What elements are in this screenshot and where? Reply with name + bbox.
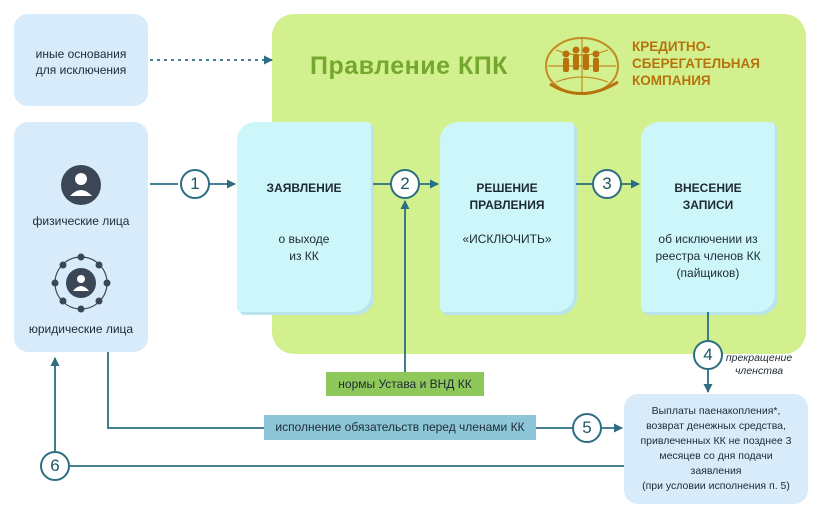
card-text: «ИСКЛЮЧИТЬ»	[462, 232, 552, 246]
step-3-marker: 3	[592, 169, 622, 199]
card-text: о выходе	[278, 232, 330, 246]
step-5-marker: 5	[572, 413, 602, 443]
payouts-text: заявления	[690, 465, 742, 477]
other-grounds-box: иные основания для исключения	[14, 14, 148, 106]
payouts-box: Выплаты паенакопления*, возврат денежных…	[624, 394, 808, 504]
step-4-marker: 4	[693, 340, 723, 370]
logo-line: КРЕДИТНО-	[632, 39, 711, 54]
step-6-marker: 6	[40, 451, 70, 481]
norms-label: нормы Устава и ВНД КК	[326, 372, 484, 396]
card-text: из КК	[289, 249, 319, 263]
payouts-text: привлеченных КК не позднее 3	[640, 435, 792, 447]
payouts-text: месяцев со дня подачи	[659, 450, 773, 462]
other-grounds-text: для исключения	[35, 63, 127, 77]
payouts-text: (при условии исполнения п. 5)	[642, 480, 790, 492]
register-entry-card: ВНЕСЕНИЕ ЗАПИСИ об исключении из реестра…	[641, 122, 775, 312]
card-text: об исключении из	[658, 232, 758, 246]
logo-line: СБЕРЕГАТЕЛЬНАЯ	[632, 56, 760, 71]
payouts-text: Выплаты паенакопления*,	[651, 405, 781, 417]
note-line: прекращение	[725, 352, 793, 364]
card-heading: ЗАПИСИ	[682, 198, 734, 212]
payouts-text: возврат денежных средства,	[646, 420, 786, 432]
card-text: (пайщиков)	[676, 266, 740, 280]
other-grounds-text: иные основания	[35, 47, 127, 61]
note-line: членства	[734, 365, 784, 377]
step-1-marker: 1	[180, 169, 210, 199]
board-title: Правление КПК	[310, 52, 508, 80]
card-heading: ВНЕСЕНИЕ	[674, 181, 742, 195]
card-heading: ПРАВЛЕНИЯ	[469, 198, 545, 212]
logo-line: КОМПАНИЯ	[632, 73, 711, 88]
person-icon	[61, 165, 101, 205]
membership-end-note: прекращение членства	[724, 352, 794, 378]
individuals-label: физические лица	[32, 214, 130, 228]
globe-people-icon	[545, 37, 619, 95]
company-logo: КРЕДИТНО- СБЕРЕГАТЕЛЬНАЯ КОМПАНИЯ	[540, 32, 780, 102]
board-decision-card: РЕШЕНИЕ ПРАВЛЕНИЯ «ИСКЛЮЧИТЬ»	[440, 122, 574, 312]
card-heading: ЗАЯВЛЕНИЕ	[266, 181, 342, 195]
application-card: ЗАЯВЛЕНИЕ о выходе из КК	[237, 122, 371, 312]
step-2-marker: 2	[390, 169, 420, 199]
group-network-icon	[51, 253, 111, 313]
persons-box: физические лица юридические лица	[14, 122, 148, 352]
card-heading: РЕШЕНИЕ	[476, 181, 538, 195]
card-text: реестра членов КК	[655, 249, 761, 263]
logo-text: КРЕДИТНО- СБЕРЕГАТЕЛЬНАЯ КОМПАНИЯ	[632, 38, 760, 89]
legal-entities-label: юридические лица	[28, 322, 134, 336]
obligations-label: исполнение обязательств перед членами КК	[264, 415, 536, 440]
